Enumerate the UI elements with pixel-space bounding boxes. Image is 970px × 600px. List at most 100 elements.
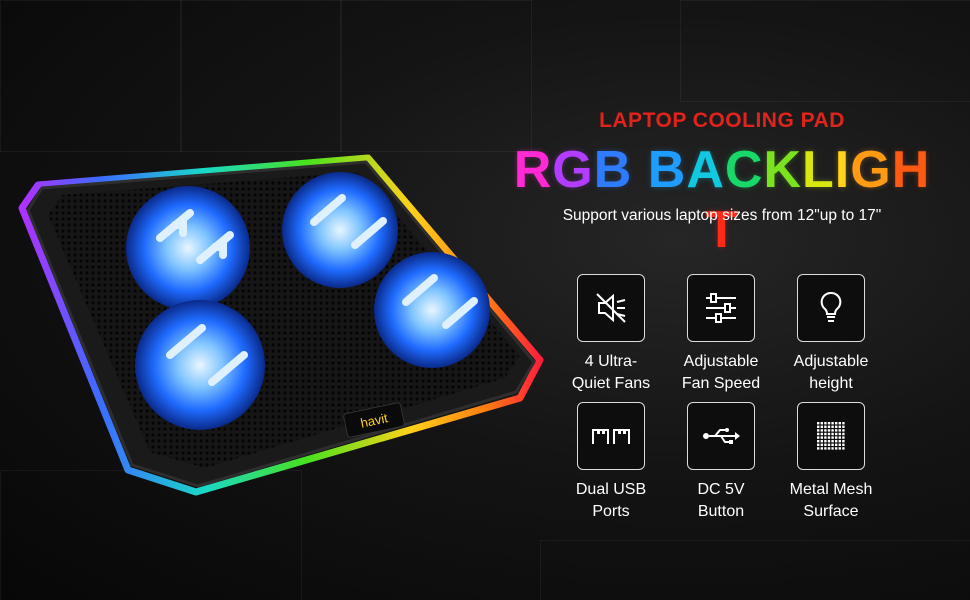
headline-letter: [632, 140, 647, 200]
mesh-dot: [817, 425, 820, 428]
mesh-dot: [817, 447, 820, 450]
mesh-dot: [831, 436, 834, 439]
feature-label-line: DC 5V: [697, 481, 745, 498]
feature-label-line: Metal Mesh: [789, 481, 873, 498]
mesh-dot: [824, 432, 827, 436]
mesh-dot: [820, 425, 823, 428]
mesh-dot: [820, 447, 823, 450]
mesh-dot: [835, 425, 838, 428]
mesh-dot: [824, 447, 827, 450]
feature-label: Adjustable height: [761, 351, 901, 395]
brand-logo: havit: [359, 410, 389, 430]
feature-icon-box: [577, 402, 645, 470]
mesh-dot: [842, 440, 845, 443]
mesh-dot: [842, 422, 845, 425]
mesh-dot: [838, 429, 841, 432]
mesh-dot: [824, 422, 827, 425]
feature-label-line: Ports: [592, 503, 630, 520]
mesh-dot: [820, 432, 823, 436]
mesh-dot: [827, 422, 831, 425]
headline-letter: I: [834, 141, 851, 199]
feature-icon-box: [577, 274, 645, 342]
mesh-dot: [838, 440, 841, 443]
mesh-dot: [831, 425, 834, 428]
mesh-dot: [827, 436, 831, 439]
mesh-dot: [824, 429, 827, 432]
mesh-dot: [820, 436, 823, 439]
mesh-dot: [835, 429, 838, 432]
headline-letter: C: [724, 141, 764, 199]
mesh-dot: [835, 436, 838, 439]
mesh-dot: [817, 429, 820, 432]
mesh-dot: [817, 443, 820, 446]
fan: [135, 300, 265, 430]
headline-letter: A: [686, 141, 725, 199]
feature-fan-speed: Adjustable Fan Speed: [651, 274, 791, 395]
mesh-dot: [820, 443, 823, 446]
feature-icon-box: [797, 274, 865, 342]
mesh-dot: [820, 429, 823, 432]
mesh-dot: [827, 440, 831, 443]
product-tagline: LAPTOP COOLING PAD: [599, 109, 845, 132]
feature-label: Dual USB Ports: [541, 479, 681, 523]
mesh-dot: [817, 440, 820, 443]
background-panel: [0, 0, 182, 152]
fan: [282, 172, 398, 288]
headline-letter: L: [802, 141, 835, 199]
mesh-dot: [817, 436, 820, 439]
headline-letter: G: [850, 141, 892, 199]
headline-letter: H: [891, 141, 931, 199]
feature-label: Metal Mesh Surface: [761, 479, 901, 523]
headline-letter: K: [763, 141, 803, 199]
headline-letter: B: [647, 141, 687, 199]
mesh-dot: [835, 432, 838, 436]
mesh-dot: [842, 425, 845, 428]
mesh-dot: [827, 432, 831, 436]
headline-letter: T: [705, 201, 739, 259]
mesh-dot: [838, 422, 841, 425]
fan: [126, 186, 250, 310]
feature-label-line: Button: [697, 503, 745, 520]
fan: [374, 252, 490, 368]
headline-letter: G: [552, 141, 594, 199]
background-panel: [680, 0, 970, 102]
feature-label-line: Adjustable: [683, 353, 759, 370]
feature-label-line: Surface: [803, 503, 859, 520]
feature-label-line: Adjustable: [793, 353, 869, 370]
feature-dual-usb: Dual USB Ports: [541, 402, 681, 523]
feature-label: Adjustable Fan Speed: [651, 351, 791, 395]
mesh-dot: [827, 425, 831, 428]
background-panel: [540, 540, 970, 600]
mesh-dot: [824, 443, 827, 446]
feature-adjustable-height: Adjustable height: [761, 274, 901, 395]
feature-icon-box: [797, 402, 865, 470]
mesh-dot: [831, 429, 834, 432]
feature-dc-button: DC 5V Button: [651, 402, 791, 523]
feature-icon-box: [687, 274, 755, 342]
headline: RGB BACKLIGHT: [505, 140, 939, 260]
headline-letter: R: [513, 141, 553, 199]
mesh-dot: [842, 447, 845, 450]
mesh-dot: [824, 425, 827, 428]
headline-letter: B: [593, 141, 633, 199]
support-text: Support various laptop sizes from 12"up …: [562, 207, 882, 224]
feature-metal-mesh: Metal Mesh Surface: [761, 402, 901, 523]
background-panel: [340, 0, 532, 152]
mesh-dot: [838, 436, 841, 439]
mesh-dot: [831, 440, 834, 443]
mesh-dot: [831, 432, 834, 436]
mesh-dot: [838, 447, 841, 450]
usb-symbol-icon: [703, 428, 740, 444]
mesh-dot: [835, 447, 838, 450]
mesh-dot: [831, 443, 834, 446]
background-panel: [180, 0, 342, 152]
feature-label: DC 5V Button: [651, 479, 791, 523]
feature-label-line: Fan Speed: [681, 375, 761, 392]
mesh-dot: [824, 440, 827, 443]
mesh-dot: [838, 443, 841, 446]
mesh-dot: [831, 447, 834, 450]
feature-quiet-fans: 4 Ultra- Quiet Fans: [541, 274, 681, 395]
mesh-dot: [827, 443, 831, 446]
sliders-icon: [706, 293, 736, 323]
